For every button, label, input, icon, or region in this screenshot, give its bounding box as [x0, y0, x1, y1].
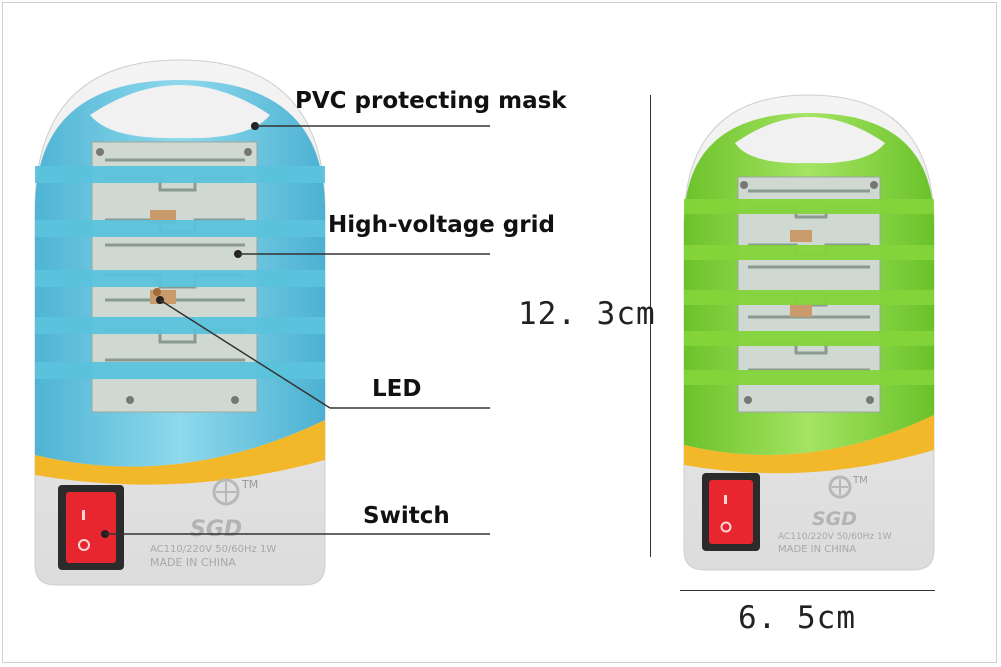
trademark-text-green: TM: [852, 475, 868, 486]
height-dimension: 12. 3cm: [518, 296, 656, 332]
rating-text: AC110/220V 50/60Hz 1W: [150, 544, 276, 555]
origin-text: MADE IN CHINA: [150, 556, 236, 569]
label-pvc-mask: PVC protecting mask: [295, 88, 567, 114]
label-switch: Switch: [363, 503, 450, 529]
label-led: LED: [372, 376, 422, 402]
width-dimension: 6. 5cm: [738, 600, 856, 636]
width-dimension-line: [680, 590, 935, 591]
label-high-voltage-grid: High-voltage grid: [328, 212, 555, 238]
green-mosquito-killer: TM SGD AC110/220V 50/60Hz 1W MADE IN CHI…: [683, 94, 935, 571]
origin-text-green: MADE IN CHINA: [778, 544, 856, 555]
brand-text-green: SGD: [812, 508, 857, 530]
trademark-text: TM: [241, 478, 258, 491]
blue-mosquito-killer: TM SGD AC110/220V 50/60Hz 1W MADE IN CHI…: [34, 59, 326, 586]
brand-text: SGD: [190, 517, 242, 542]
height-dimension-line: [650, 95, 651, 557]
rating-text-green: AC110/220V 50/60Hz 1W: [778, 532, 892, 542]
